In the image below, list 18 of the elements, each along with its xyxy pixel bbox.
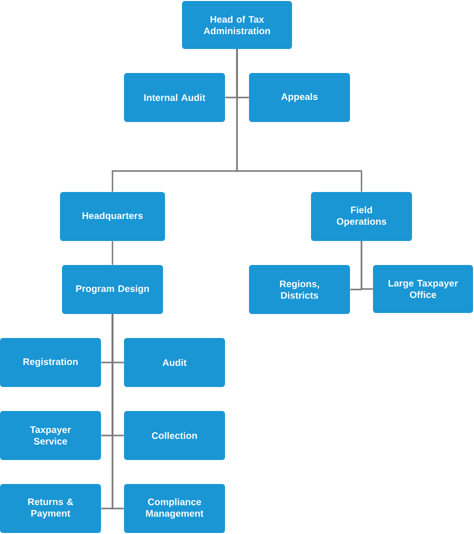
org-box: Returns & Payment	[0, 484, 101, 533]
connector-line	[112, 314, 124, 510]
connector-line	[360, 241, 373, 290]
org-box: Audit	[124, 338, 225, 387]
org-box: Taxpayer Service	[0, 411, 101, 460]
org-box: Large Taxpayer Office	[373, 265, 473, 313]
org-box: Headquarters	[60, 192, 165, 241]
org-box: Registration	[0, 338, 101, 387]
connector-line	[112, 241, 114, 265]
org-box: Program Design	[62, 265, 163, 314]
org-box: Field Operations	[311, 192, 412, 241]
org-box: Head of Tax Administration	[182, 1, 292, 49]
org-box: Appeals	[249, 73, 350, 122]
org-box: Compliance Management	[124, 484, 225, 533]
org-box: Collection	[124, 411, 225, 460]
org-box: Regions, Districts	[249, 265, 350, 314]
connector-line	[236, 49, 362, 192]
org-box: Internal Audit	[124, 73, 225, 122]
